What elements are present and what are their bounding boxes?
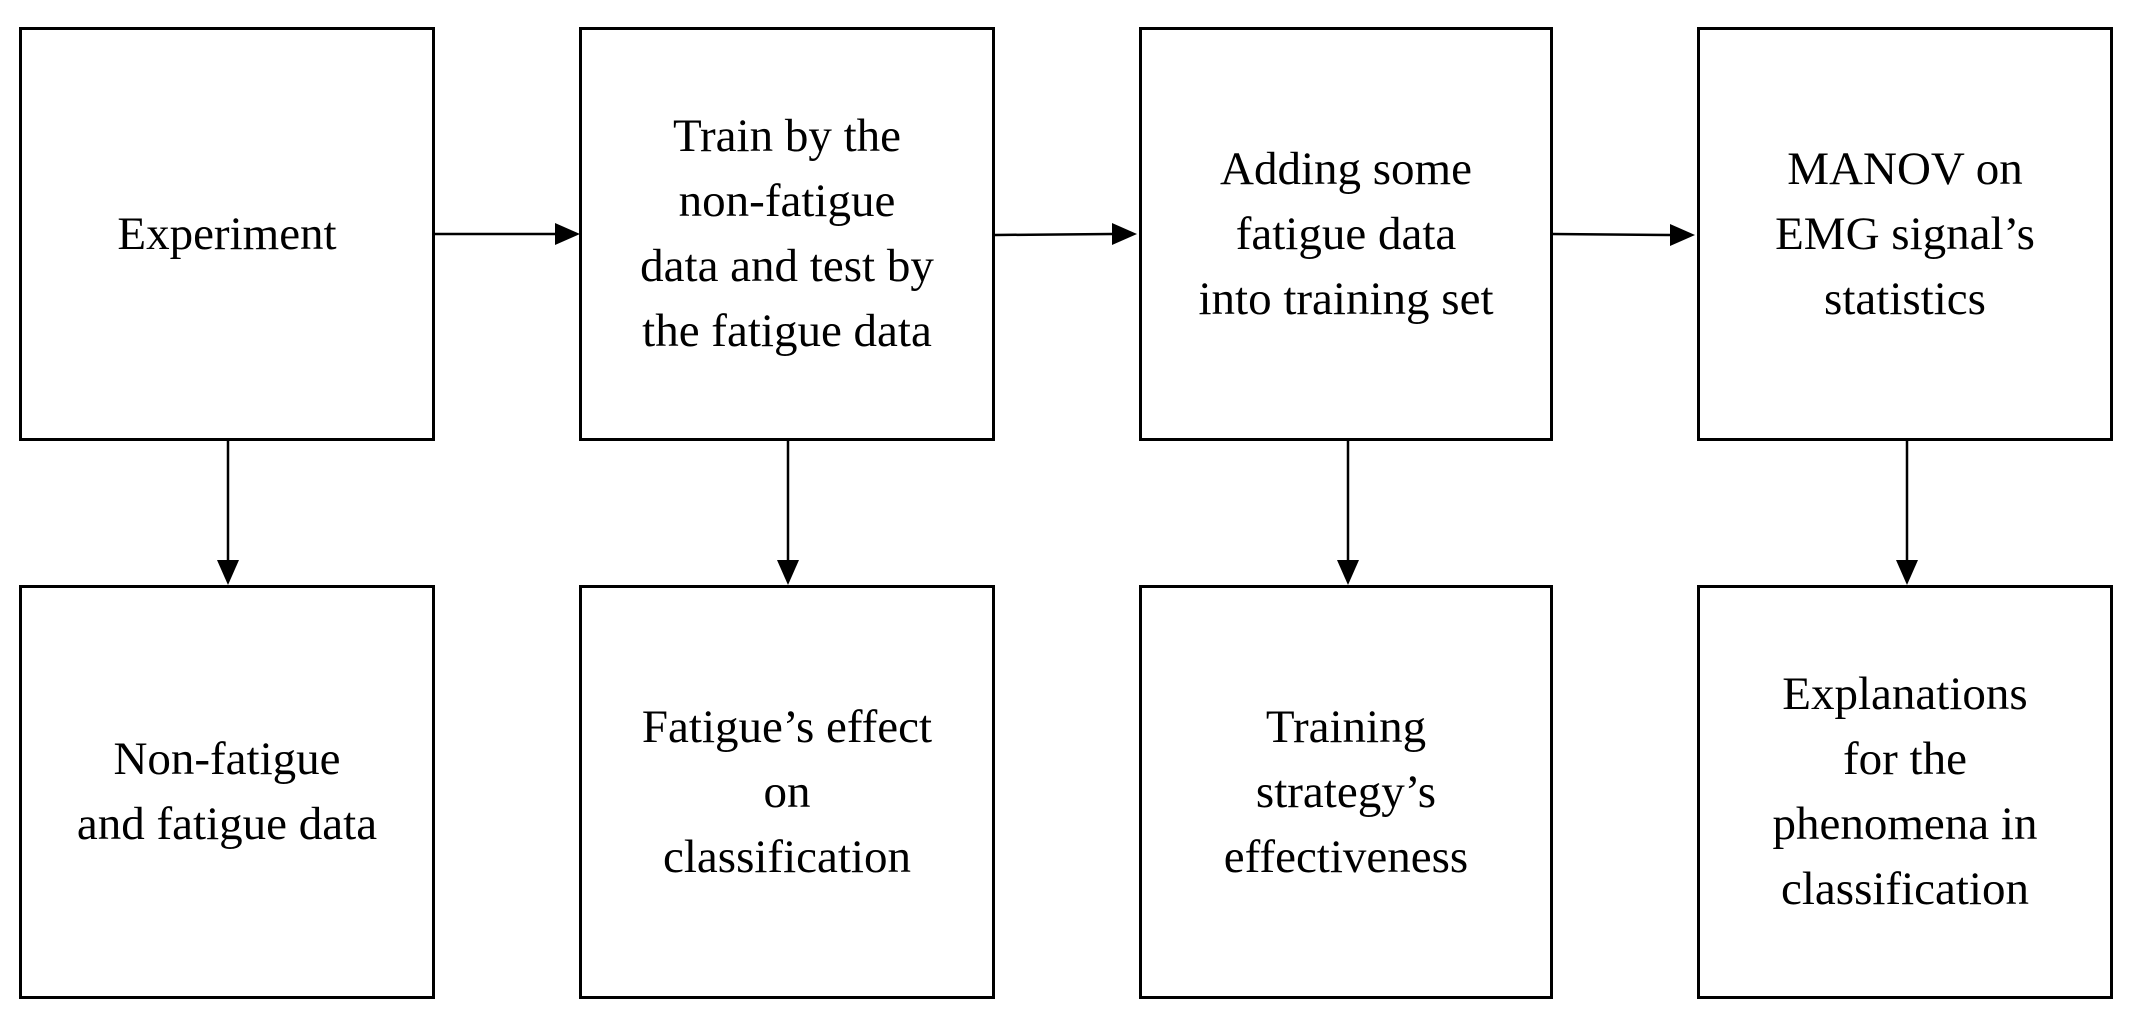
vertical-arrow-1 xyxy=(217,440,239,585)
train-test-box: Train by the non-fatigue data and test b… xyxy=(579,27,995,441)
manov-box-text: MANOV on EMG signal’s statistics xyxy=(1775,142,2035,325)
manov-box: MANOV on EMG signal’s statistics xyxy=(1697,27,2113,441)
experiment-box-text: Experiment xyxy=(117,207,337,260)
explanation-result-box-text: Explanations for the phenomena in classi… xyxy=(1772,668,2038,915)
vertical-arrow-2 xyxy=(777,440,799,585)
effect-result-box: Fatigue’s effect on classification xyxy=(579,585,995,999)
data-result-box: Non-fatigue and fatigue data xyxy=(19,585,435,999)
train-test-box-text: Train by the non-fatigue data and test b… xyxy=(640,110,934,357)
vertical-arrow-3 xyxy=(1337,440,1359,585)
horizontal-arrow-2 xyxy=(994,223,1137,245)
horizontal-arrow-1 xyxy=(435,223,580,245)
vertical-arrow-4 xyxy=(1896,440,1918,585)
explanation-result-box: Explanations for the phenomena in classi… xyxy=(1697,585,2113,999)
strategy-result-box: Training strategy’s effectiveness xyxy=(1139,585,1553,999)
effect-result-box-text: Fatigue’s effect on classification xyxy=(641,700,933,883)
adding-fatigue-box: Adding some fatigue data into training s… xyxy=(1139,27,1553,441)
experiment-box: Experiment xyxy=(19,27,435,441)
data-result-box-text: Non-fatigue and fatigue data xyxy=(76,733,378,850)
adding-fatigue-box-text: Adding some fatigue data into training s… xyxy=(1198,142,1494,325)
strategy-result-box-text: Training strategy’s effectiveness xyxy=(1223,700,1469,883)
horizontal-arrow-3 xyxy=(1551,224,1695,246)
